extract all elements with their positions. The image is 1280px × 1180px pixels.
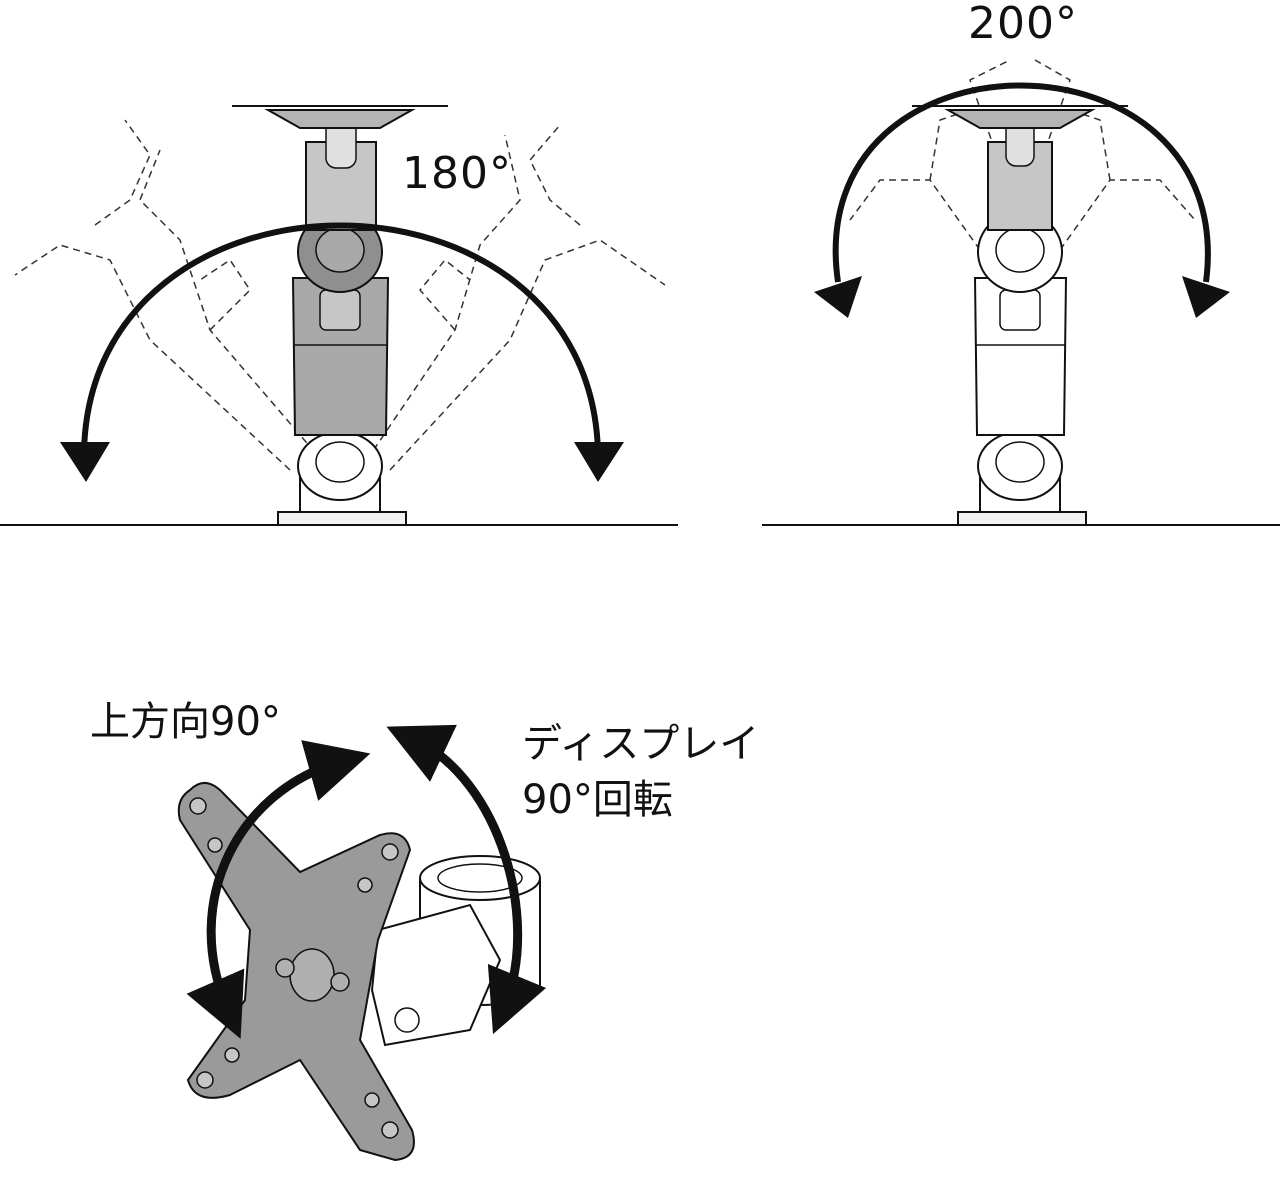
tilt-screw bbox=[394, 1007, 420, 1033]
label-swing-180: 180° bbox=[402, 148, 512, 199]
plate-hole bbox=[189, 797, 207, 815]
swing-arrow-200 bbox=[832, 82, 1211, 283]
arrowhead-left-200 bbox=[814, 276, 862, 318]
arrowhead-left-180 bbox=[60, 442, 110, 482]
plate-hole bbox=[357, 877, 373, 893]
label-rotate-line1: ディスプレイ bbox=[522, 721, 760, 767]
arm-slot bbox=[319, 289, 361, 331]
ghost-arm-right bbox=[359, 124, 666, 471]
plate-hole bbox=[224, 1047, 240, 1063]
rotate-arrow bbox=[386, 724, 547, 1035]
plate-hole bbox=[196, 1071, 214, 1089]
plate-hole bbox=[381, 843, 399, 861]
arm-slot bbox=[999, 289, 1041, 331]
swing-180-diagram bbox=[0, 105, 678, 526]
plate-hole bbox=[330, 972, 350, 992]
tilt-up-arrow bbox=[186, 740, 371, 1039]
joint-ring bbox=[315, 441, 365, 483]
joint-ring bbox=[315, 227, 365, 273]
label-swing-200: 200° bbox=[968, 0, 1078, 49]
plate-hole bbox=[381, 1121, 399, 1139]
swing-200-diagram bbox=[762, 59, 1280, 526]
tilt-rotate-diagram bbox=[177, 724, 547, 1162]
vesa-bracket-left bbox=[264, 109, 416, 129]
plate-center-hole bbox=[289, 948, 335, 1002]
arm-base-left bbox=[277, 511, 407, 526]
plate-hole bbox=[207, 837, 223, 853]
tilt-block bbox=[370, 903, 502, 1047]
plate-hole bbox=[364, 1092, 380, 1108]
arrowhead-right-180 bbox=[574, 442, 624, 482]
ghost-arm-left bbox=[14, 119, 331, 471]
arrowhead-right-200 bbox=[1182, 276, 1230, 318]
label-rotate-line2: 90°回転 bbox=[522, 777, 673, 823]
arm-base-right bbox=[957, 511, 1087, 526]
vesa-bracket-right bbox=[944, 109, 1096, 129]
plate-hole bbox=[275, 958, 295, 978]
swing-arrow-180 bbox=[81, 222, 601, 453]
joint-ring bbox=[995, 441, 1045, 483]
label-tilt-up: 上方向90° bbox=[90, 699, 281, 745]
